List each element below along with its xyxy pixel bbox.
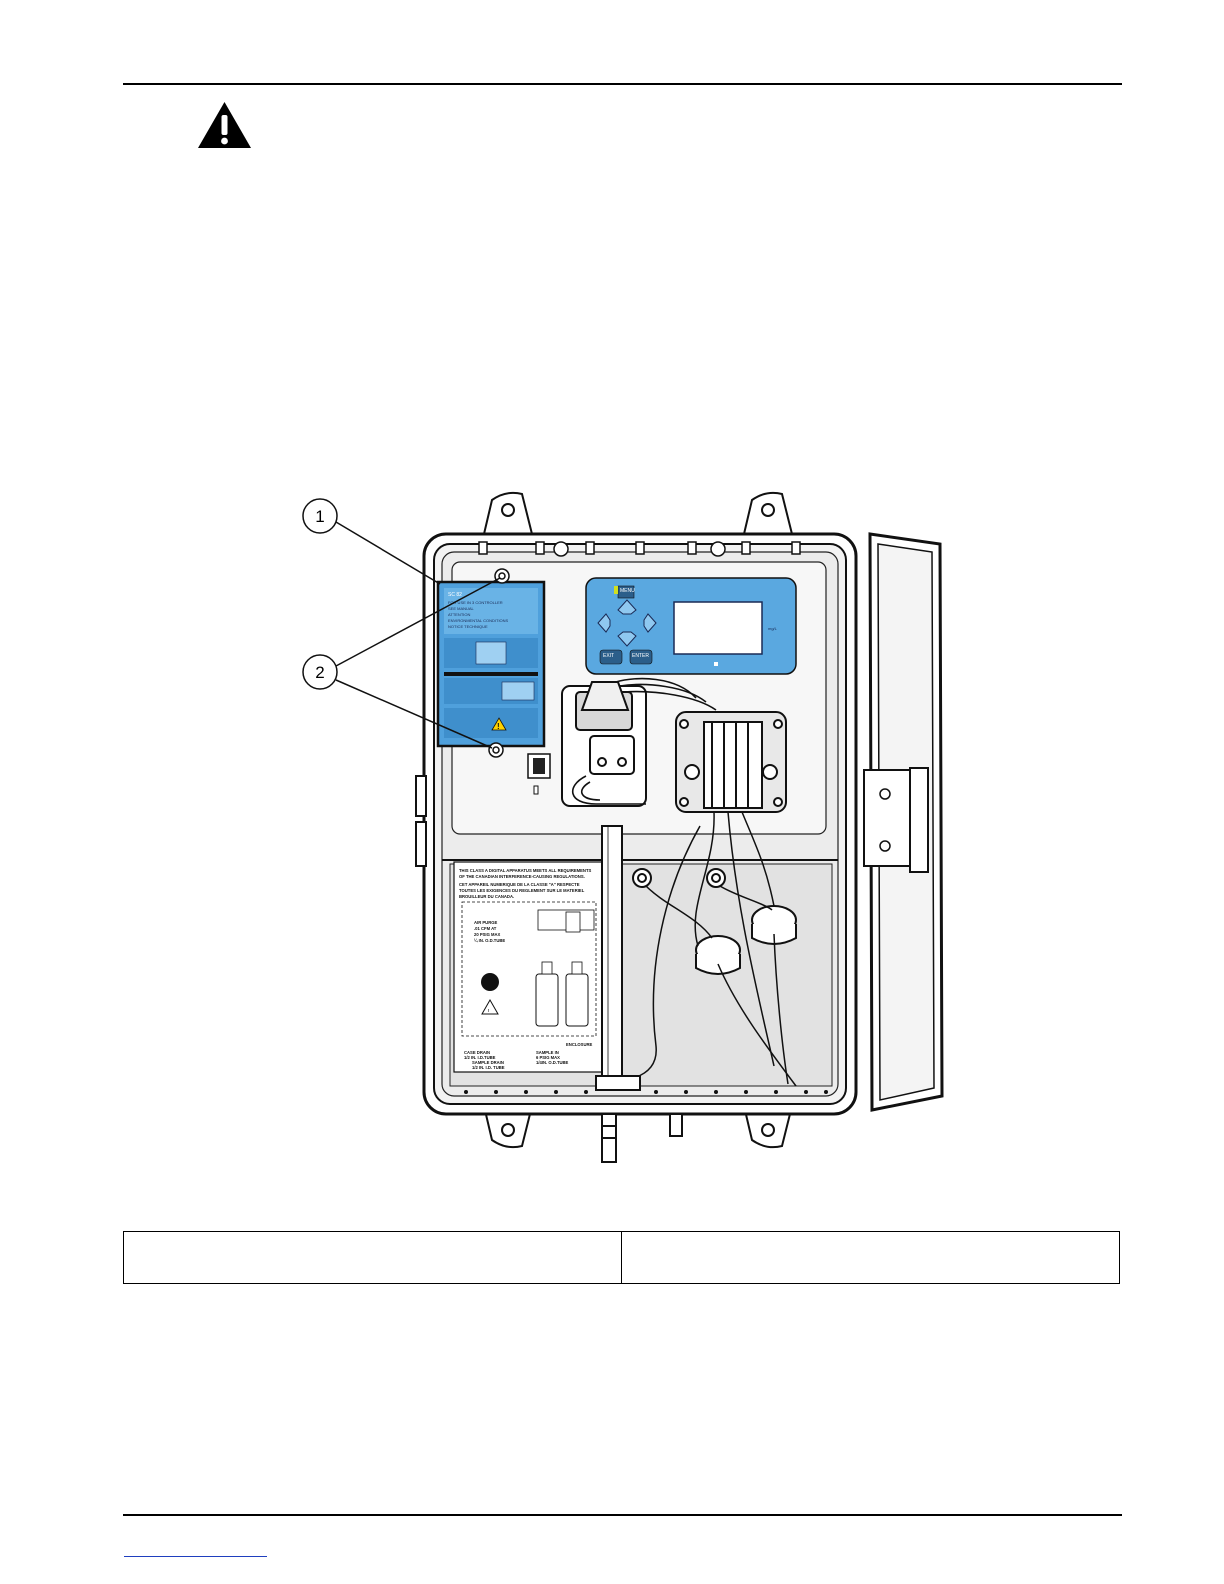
svg-text:ATTENTION: ATTENTION bbox=[448, 612, 470, 617]
svg-text:SEE MANUAL: SEE MANUAL bbox=[448, 606, 475, 611]
info-label: SC 82 FOR USE IN 3 CONTROLLER SEE MANUAL… bbox=[436, 580, 546, 748]
menu-key-label: MENU bbox=[620, 588, 635, 594]
svg-text:SC 82: SC 82 bbox=[448, 592, 462, 598]
svg-text:SAMPLE DRAIN: SAMPLE DRAIN bbox=[472, 1060, 504, 1065]
svg-text:FOR USE IN 3 CONTROLLER: FOR USE IN 3 CONTROLLER bbox=[448, 600, 503, 605]
svg-text:¼ IN. O.D.TUBE: ¼ IN. O.D.TUBE bbox=[474, 938, 505, 943]
svg-text:BROUILLEUR DU CANADA.: BROUILLEUR DU CANADA. bbox=[459, 894, 514, 899]
svg-text:NOTICE TECHNIQUE: NOTICE TECHNIQUE bbox=[448, 624, 488, 629]
svg-text:CET APPAREIL NUMERIQUE DE LA C: CET APPAREIL NUMERIQUE DE LA CLASSE "A" … bbox=[459, 882, 580, 887]
svg-text:ENVIRONMENTAL CONDITIONS: ENVIRONMENTAL CONDITIONS bbox=[448, 618, 509, 623]
exit-key-label: EXIT bbox=[603, 653, 614, 659]
svg-text:OF THE CANADIAN INTERFERENCE-C: OF THE CANADIAN INTERFERENCE-CAUSING REG… bbox=[459, 874, 585, 879]
svg-text:TOUTES LES EXIGENCES DU REGLEM: TOUTES LES EXIGENCES DU REGLEMENT SUR LE… bbox=[459, 888, 585, 893]
unit-label: mg/L bbox=[768, 626, 778, 631]
label-screw bbox=[488, 568, 510, 758]
svg-text:ENCLOSURE: ENCLOSURE bbox=[566, 1042, 592, 1047]
svg-text:!: ! bbox=[488, 1008, 489, 1013]
svg-text:CASE DRAIN: CASE DRAIN bbox=[464, 1050, 490, 1055]
enter-key-label: ENTER bbox=[632, 653, 649, 659]
svg-text:1/4IN. O.D.TUBE: 1/4IN. O.D.TUBE bbox=[536, 1060, 569, 1065]
warning-icon bbox=[198, 102, 251, 148]
svg-text:20 PSIG MAX: 20 PSIG MAX bbox=[474, 932, 501, 937]
manifold-block bbox=[675, 711, 787, 813]
svg-text:!: ! bbox=[497, 722, 500, 731]
controller-keypad: mg/L MENU EXIT ENTER bbox=[585, 577, 797, 675]
legend-table bbox=[123, 1231, 1120, 1284]
callout-2: 2 bbox=[302, 577, 501, 749]
footer-rule bbox=[123, 1514, 1122, 1516]
footer-link-underline[interactable] bbox=[124, 1556, 267, 1557]
svg-text:.01 CFM AT: .01 CFM AT bbox=[474, 926, 497, 931]
analyzer-enclosure-figure: SC 82 FOR USE IN 3 CONTROLLER SEE MANUAL… bbox=[302, 491, 944, 1163]
svg-text:1/2 IN. I.D.TUBE: 1/2 IN. I.D.TUBE bbox=[464, 1055, 496, 1060]
svg-text:6 PSIG MAX: 6 PSIG MAX bbox=[536, 1055, 560, 1060]
svg-text:SAMPLE IN: SAMPLE IN bbox=[536, 1050, 559, 1055]
legend-cell-right bbox=[621, 1231, 1120, 1284]
svg-text:1/2 IN. I.D. TUBE: 1/2 IN. I.D. TUBE bbox=[472, 1065, 505, 1070]
svg-text:THIS CLASS A DIGITAL APPARATUS: THIS CLASS A DIGITAL APPARATUS MEETS ALL… bbox=[459, 868, 592, 873]
legend-cell-left bbox=[123, 1231, 622, 1284]
drain-tube bbox=[601, 825, 623, 1081]
header-rule bbox=[123, 83, 1122, 85]
svg-text:AIR PURGE: AIR PURGE bbox=[474, 920, 497, 925]
sensor-holder bbox=[561, 681, 647, 807]
svg-text:1: 1 bbox=[315, 507, 324, 526]
table-row bbox=[123, 1231, 1120, 1284]
callout-1: 1 bbox=[302, 498, 441, 585]
instruction-label: THIS CLASS A DIGITAL APPARATUS MEETS ALL… bbox=[453, 861, 603, 1073]
svg-text:2: 2 bbox=[315, 663, 324, 682]
